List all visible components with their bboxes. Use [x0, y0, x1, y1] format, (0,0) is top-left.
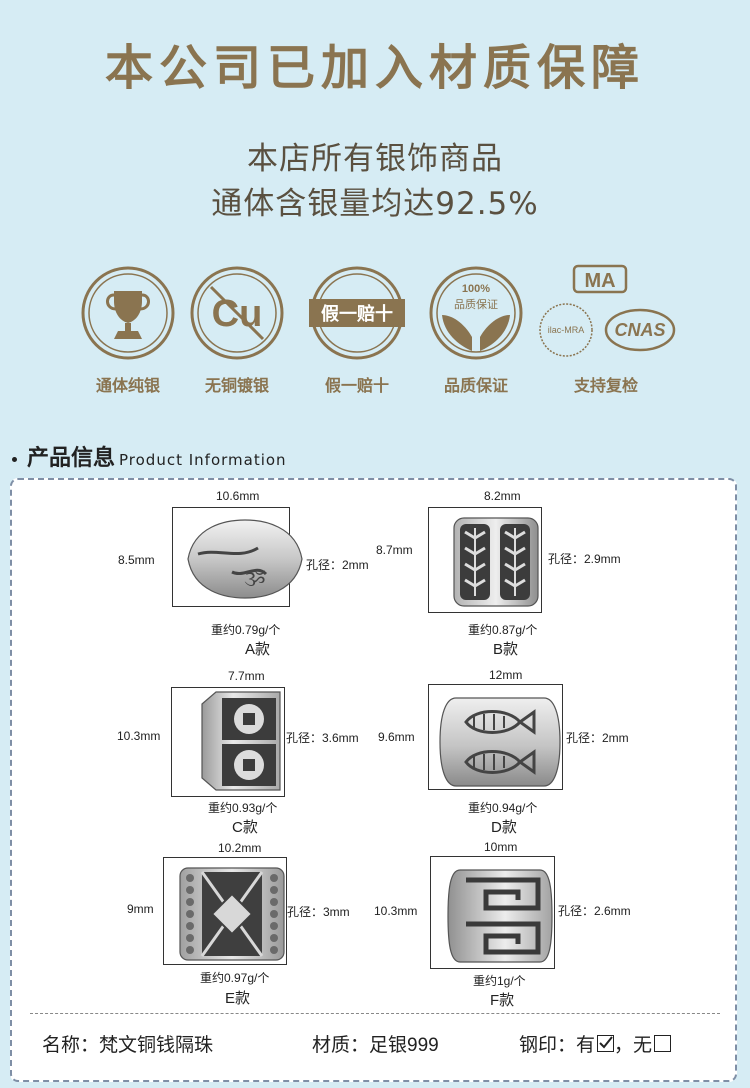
product-e-dimension-frame: [163, 857, 287, 965]
product-b-bead-image: [453, 517, 539, 607]
product-info-panel: [10, 478, 737, 1082]
product-e-label: E款: [225, 990, 251, 1007]
subtitle-line-1: 本店所有银饰商品: [247, 141, 503, 177]
product-a-height: 8.5mm: [118, 553, 155, 567]
product-b-weight: 重约0.87g/个: [468, 623, 538, 637]
product-b-hole: 孔径：2.9mm: [548, 552, 621, 566]
badge-label-fake-compensation: 假一赔十: [324, 376, 389, 395]
product-a-label: A款: [245, 641, 271, 658]
product-a-width: 10.6mm: [216, 489, 260, 503]
badge-label-quality-guarantee: 品质保证: [443, 376, 508, 395]
product-a-weight: 重约0.79g/个: [211, 623, 281, 637]
product-f-dimension-frame: [430, 856, 555, 969]
empty-box-icon: [654, 1035, 672, 1052]
product-d-height: 9.6mm: [378, 730, 415, 744]
product-e-weight: 重约0.97g/个: [200, 971, 270, 985]
stamp-info: 钢印：有 ，无: [519, 1030, 672, 1057]
svg-text:100%: 100%: [462, 283, 490, 295]
product-e-bead-image: [179, 867, 285, 961]
product-d-bead-image: [439, 697, 561, 787]
product-name: 名称：梵文铜钱隔珠: [42, 1035, 214, 1056]
product-d-width: 12mm: [489, 668, 523, 682]
svg-text:MA: MA: [584, 270, 615, 292]
product-d-weight: 重约0.94g/个: [468, 801, 538, 815]
product-d-label: D款: [491, 819, 517, 836]
product-e-height: 9mm: [127, 902, 154, 916]
no-copper-icon: Cu: [190, 266, 284, 360]
svg-text:假一赔十: 假一赔十: [321, 303, 393, 325]
product-f-bead-image: [447, 869, 553, 963]
product-d-dimension-frame: [428, 684, 563, 790]
svg-text:ilac-MRA: ilac-MRA: [548, 325, 585, 335]
footer-divider: [30, 1013, 720, 1014]
product-d-hole: 孔径：2mm: [566, 731, 629, 745]
checked-box-icon: [597, 1035, 615, 1052]
product-c-weight: 重约0.93g/个: [208, 801, 278, 815]
svg-text:品质保证: 品质保证: [454, 297, 498, 311]
quality-guarantee-icon: 100% 品质保证: [429, 266, 523, 360]
product-e-hole: 孔径：3mm: [287, 905, 350, 919]
product-a-bead-image: ૐ: [187, 519, 303, 599]
badge-label-pure-silver: 通体纯银: [95, 376, 160, 395]
fake-compensation-icon: 假一赔十: [309, 266, 405, 360]
bullet-dot: [12, 456, 17, 462]
stamp-separator: ，: [614, 1035, 634, 1056]
badge-label-retest: 支持复检: [573, 376, 638, 395]
stamp-yes-label: 有: [576, 1035, 596, 1056]
product-f-label: F款: [490, 992, 515, 1009]
section-title-cn: 产品信息: [27, 446, 116, 471]
svg-text:ૐ: ૐ: [244, 567, 266, 591]
svg-text:CNAS: CNAS: [614, 320, 665, 340]
section-title-en: Product Information: [119, 451, 287, 469]
product-b-dimension-frame: [428, 507, 542, 613]
product-c-bead-image: [201, 691, 281, 791]
stamp-no-label: 无: [633, 1035, 653, 1056]
certification-icons: MA ilac-MRA CNAS: [539, 264, 676, 357]
product-material: 材质：足银999: [312, 1035, 439, 1056]
product-b-label: B款: [493, 641, 519, 658]
subtitle-line-2: 通体含银量均达92.5%: [211, 186, 539, 222]
product-b-width: 8.2mm: [484, 489, 521, 503]
product-c-width: 7.7mm: [228, 669, 265, 683]
product-a-hole: 孔径：2mm: [306, 558, 369, 572]
product-c-height: 10.3mm: [117, 729, 161, 743]
product-f-width: 10mm: [484, 840, 518, 854]
product-f-height: 10.3mm: [374, 904, 418, 918]
product-b-height: 8.7mm: [376, 543, 413, 557]
product-c-label: C款: [232, 819, 258, 836]
product-c-dimension-frame: [171, 687, 285, 797]
stamp-label: 钢印：: [519, 1035, 577, 1056]
product-e-width: 10.2mm: [218, 841, 262, 855]
trophy-icon: [81, 266, 175, 360]
product-c-hole: 孔径：3.6mm: [286, 731, 359, 745]
badge-label-no-copper: 无铜镀银: [204, 376, 269, 395]
product-f-hole: 孔径：2.6mm: [558, 904, 631, 918]
page-title: 本公司已加入材质保障: [104, 40, 645, 96]
product-f-weight: 重约1g/个: [473, 974, 526, 988]
